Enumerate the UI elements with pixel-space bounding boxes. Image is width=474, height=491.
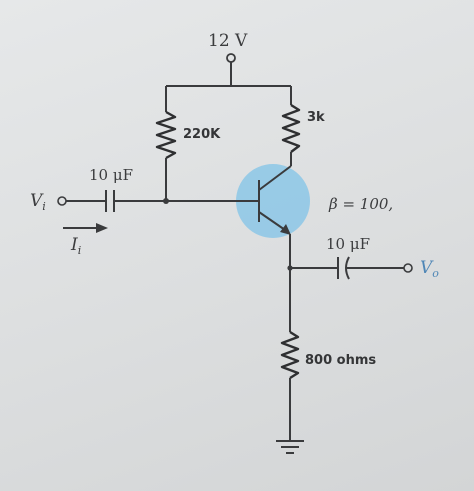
rb-resistor bbox=[155, 110, 177, 160]
output-voltage-label: Vo bbox=[420, 258, 439, 280]
emitter-arrow-icon bbox=[280, 224, 291, 235]
supply-terminal bbox=[226, 53, 236, 63]
beta-label: β = 100, bbox=[328, 195, 393, 213]
input-capacitor-label: 10 μF bbox=[89, 166, 133, 184]
output-terminal bbox=[403, 263, 413, 273]
transistor-collector bbox=[258, 165, 292, 191]
transistor-highlight bbox=[236, 164, 310, 238]
supply-label: 12 V bbox=[208, 31, 248, 51]
rc-label: 3k bbox=[307, 110, 325, 125]
input-terminal bbox=[57, 196, 67, 206]
rb-label: 220K bbox=[183, 127, 221, 142]
base-junction-dot bbox=[163, 198, 169, 204]
re-resistor bbox=[280, 330, 300, 380]
ground-icon bbox=[276, 440, 304, 454]
rc-resistor bbox=[281, 103, 301, 153]
re-label: 800 ohms bbox=[305, 353, 376, 368]
input-voltage-label: Vi bbox=[30, 191, 46, 213]
input-current-arrow-icon bbox=[96, 223, 108, 233]
output-capacitor-label: 10 μF bbox=[326, 235, 370, 253]
input-current-label: Ii bbox=[70, 235, 81, 257]
